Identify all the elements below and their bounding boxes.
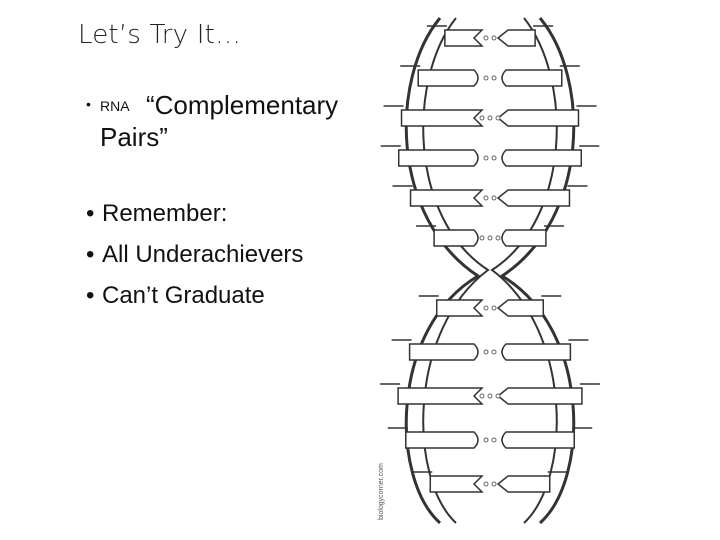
backbone-left-outer — [404, 17, 481, 525]
hydrogen-bond-dot — [479, 393, 485, 399]
bullet-dot: • — [86, 282, 95, 309]
hydrogen-bond-dot — [491, 305, 497, 311]
pairs-label: Pairs” — [100, 122, 168, 152]
list-item-underachievers: • All Underachievers — [86, 241, 303, 282]
mnemonic-list: • Remember: • All Underachievers • Can’t Gr… — [86, 200, 303, 323]
base-left — [417, 69, 479, 87]
backbone-right-outer — [499, 17, 576, 525]
hydrogen-bond-dot — [491, 155, 497, 161]
base-left — [397, 387, 484, 405]
base-right — [496, 189, 571, 207]
hydrogen-bond-dot — [487, 115, 493, 121]
list-item-remember: • Remember: — [86, 200, 303, 241]
hydrogen-bond-dot — [483, 195, 489, 201]
hydrogen-bond-dot — [491, 437, 497, 443]
base-right — [501, 69, 563, 87]
hydrogen-bond-dot — [491, 35, 497, 41]
hydrogen-bond-dot — [479, 115, 485, 121]
base-left — [435, 299, 484, 317]
base-right — [501, 431, 575, 449]
base-left — [400, 109, 484, 127]
hydrogen-bond-dot — [479, 235, 485, 241]
list-item-text: All Underachievers — [102, 241, 304, 268]
hydrogen-bond-dot — [483, 35, 489, 41]
hydrogen-bond-dot — [495, 393, 501, 399]
hydrogen-bond-dot — [483, 481, 489, 487]
list-item-graduate: • Can’t Graduate — [86, 282, 303, 323]
hydrogen-bond-dot — [483, 75, 489, 81]
hydrogen-bond-dot — [483, 305, 489, 311]
base-right — [496, 299, 545, 317]
backbone-right-inner — [490, 17, 558, 524]
hydrogen-bond-dot — [487, 393, 493, 399]
hydrogen-bond-dot — [491, 195, 497, 201]
base-right — [501, 149, 583, 167]
base-left — [444, 29, 484, 47]
hydrogen-bond-dot — [483, 155, 489, 161]
complementary-label: “Complementary — [146, 90, 339, 120]
base-left — [429, 475, 484, 493]
hydrogen-bond-dot — [495, 115, 501, 121]
base-left — [433, 229, 479, 247]
base-right — [501, 229, 547, 247]
base-right — [496, 387, 583, 405]
hydrogen-bond-dot — [491, 481, 497, 487]
rna-label: RNA — [100, 98, 130, 114]
base-right — [501, 343, 572, 361]
list-item-text: Remember: — [102, 200, 228, 227]
base-left — [408, 343, 479, 361]
dna-helix-diagram — [380, 17, 600, 525]
hydrogen-bond-dot — [491, 75, 497, 81]
base-left — [409, 189, 484, 207]
slide-title: Let’s Try It… — [78, 20, 242, 50]
hydrogen-bond-dot — [491, 349, 497, 355]
bullet-dot: • — [86, 200, 95, 227]
base-right — [496, 109, 580, 127]
bullet-dot: • — [86, 96, 91, 112]
base-left — [397, 149, 479, 167]
helix-drawing — [380, 17, 600, 525]
bullet-dot: • — [86, 241, 95, 268]
list-item-text: Can’t Graduate — [102, 282, 265, 309]
hydrogen-bond-dot — [495, 235, 501, 241]
hydrogen-bond-dot — [483, 437, 489, 443]
backbone-left-inner — [422, 17, 490, 524]
hydrogen-bond-dot — [483, 349, 489, 355]
base-right — [496, 475, 551, 493]
base-right — [496, 29, 536, 47]
hydrogen-bond-dot — [487, 235, 493, 241]
image-credit: biologycorner.com — [378, 463, 385, 520]
base-left — [405, 431, 479, 449]
